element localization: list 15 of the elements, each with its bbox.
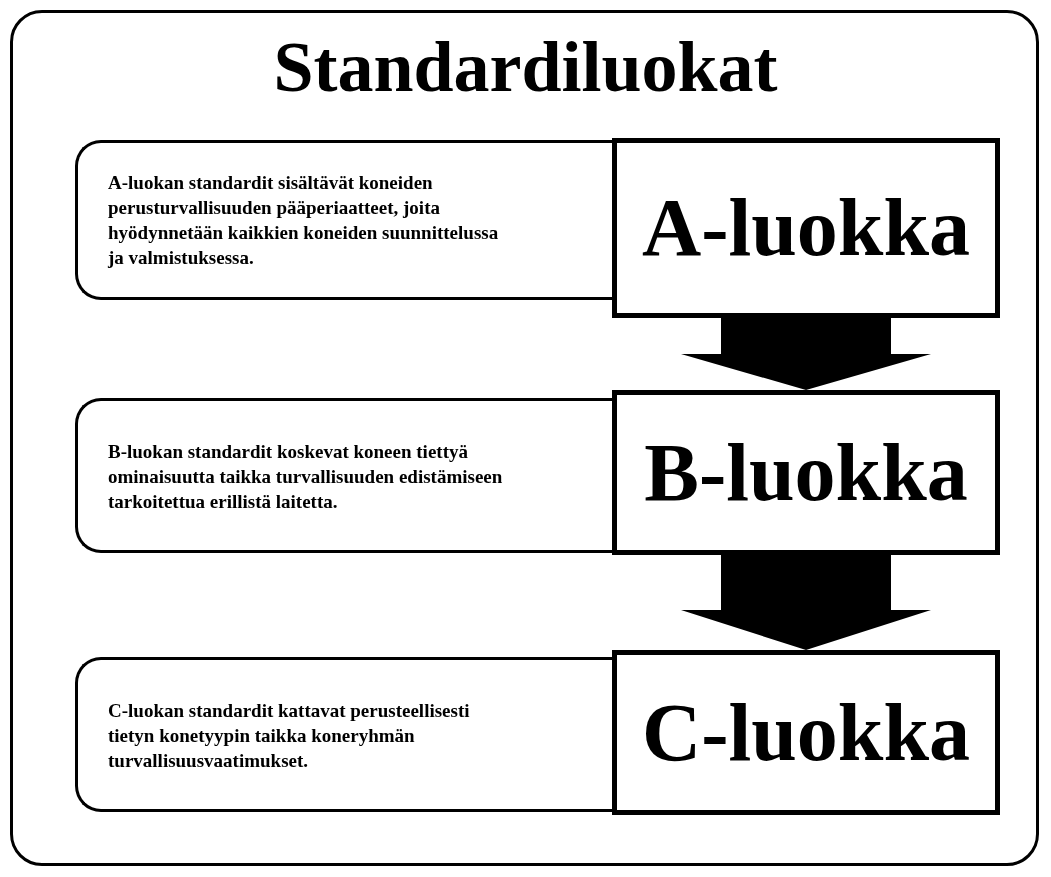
block-arrow	[681, 318, 931, 390]
block-arrow	[681, 555, 931, 650]
class-box	[612, 138, 1000, 318]
description-box	[75, 140, 612, 300]
class-box	[612, 650, 1000, 815]
description-text: B-luokan standardit koskevat koneen tiettyä ominaisuutta taikka turvallisuuden edistämiseen tarkoitettua erillistä laitetta.	[108, 439, 504, 513]
description-box	[75, 398, 612, 553]
class-label: A-luokka	[641, 187, 971, 269]
class-label: C-luokka	[641, 691, 971, 774]
class-label: B-luokka	[644, 431, 968, 514]
description-text: A-luokan standardit sisältävät koneiden perusturvallisuuden pääperiaatteet, joita hyödynnetään kaikkien koneiden suunnittelussa ja valmistuksessa.	[108, 171, 500, 270]
description-box	[75, 657, 612, 812]
class-box	[612, 390, 1000, 555]
description-text: C-luokan standardit kattavat perusteellisesti tietyn konetyypin taikka koneryhmän turvallisuusvaatimukset.	[108, 698, 471, 772]
title: Standardiluokat	[272, 26, 779, 109]
